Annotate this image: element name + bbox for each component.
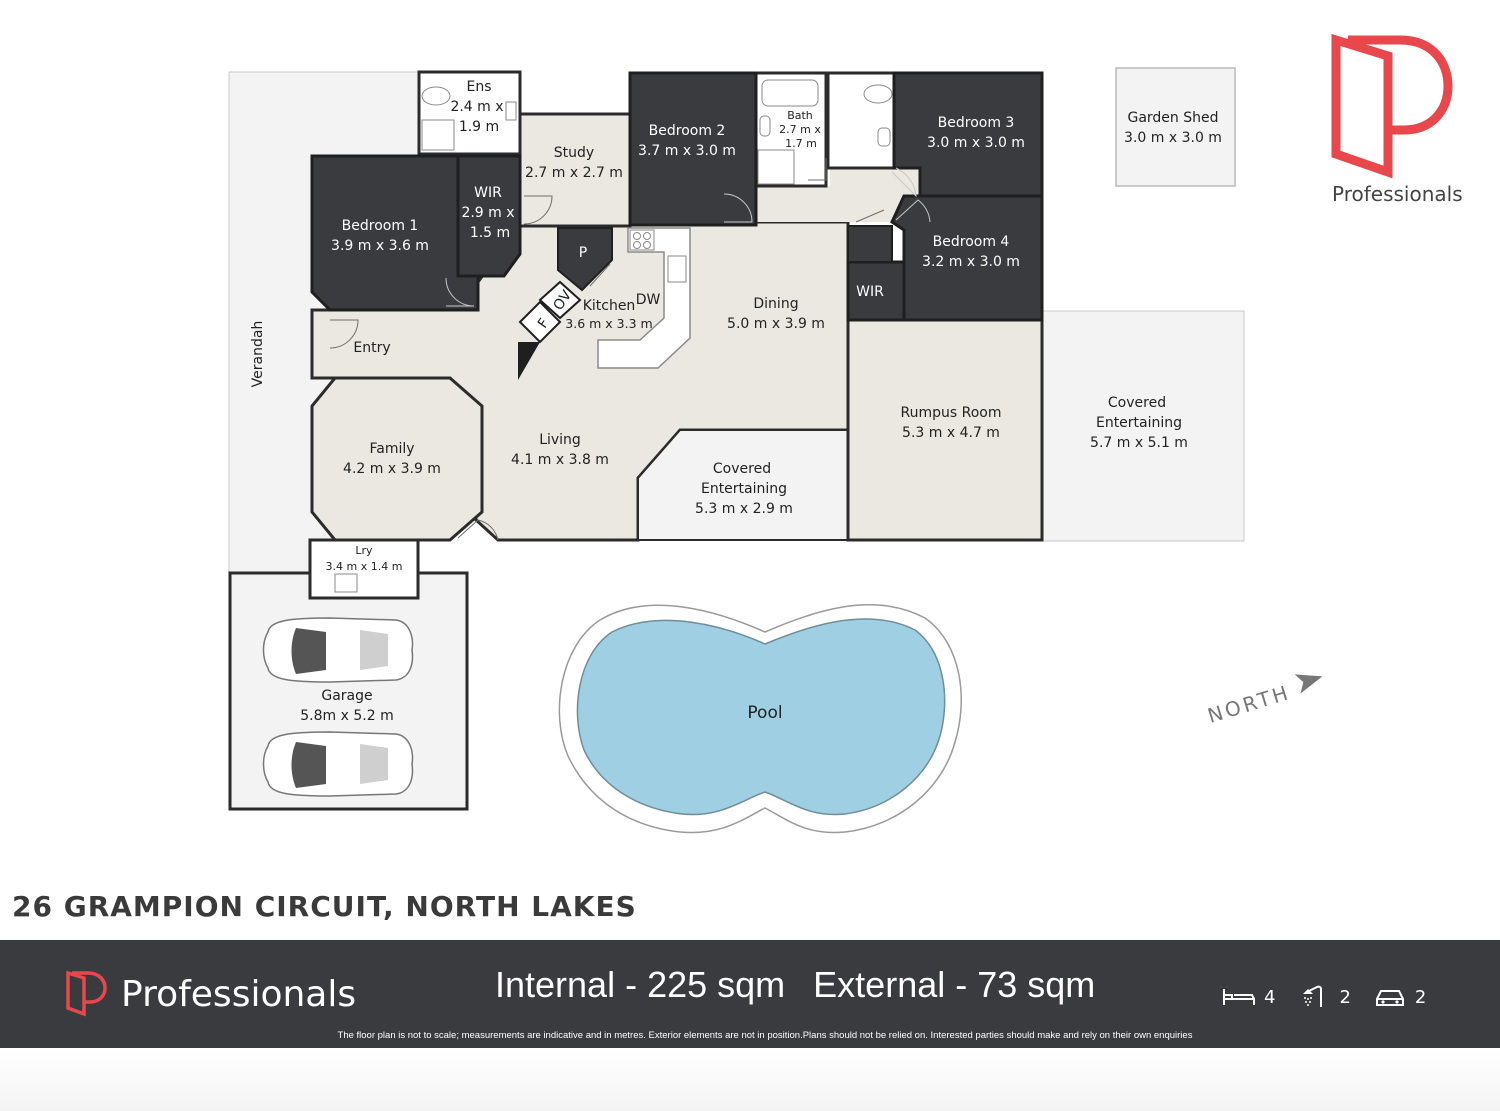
family-label: Family (369, 441, 414, 457)
door-swings (329, 158, 931, 541)
dishwasher-label: DW (636, 292, 661, 308)
entry-label: Entry (353, 340, 390, 356)
wir-1-dim: 2.9 m x (461, 205, 514, 221)
family-room (310, 376, 484, 542)
study-room (518, 112, 632, 228)
bedroom-4-label: Bedroom 4 (933, 234, 1010, 250)
brand-name: Professionals (1332, 182, 1463, 206)
covered-entertaining-2-dim: 5.7 m x 5.1 m (1090, 435, 1188, 451)
garage-dim: 5.8m x 5.2 m (300, 708, 393, 724)
bedroom-count: 4 (1264, 986, 1276, 1008)
property-stats: 4 2 2 (1222, 984, 1448, 1010)
north-label: NORTH (1205, 680, 1294, 728)
laundry-room (308, 538, 420, 600)
garden-shed-area (1115, 67, 1236, 187)
garden-shed-label: Garden Shed (1127, 110, 1218, 126)
living-zones (308, 70, 1044, 600)
property-address: 26 GRAMPION CIRCUIT, NORTH LAKES (12, 890, 637, 923)
brand-logo: Professionals (1328, 30, 1463, 210)
laundry-label: Lry (355, 544, 373, 557)
bath-dim: 1.7 m (785, 137, 817, 150)
covered-entertaining-1-area (637, 429, 849, 541)
covered-entertaining-1-dim: 5.3 m x 2.9 m (695, 501, 793, 517)
wir-1-dim: 1.5 m (470, 225, 510, 241)
north-arrow-icon (1294, 674, 1323, 694)
car-icon (262, 617, 414, 683)
rumpus-room (846, 318, 1044, 542)
verandah-label: Verandah (250, 321, 266, 388)
kitchen-label: Kitchen (583, 298, 636, 314)
footer-brand-name: Professionals (121, 974, 357, 1015)
covered-entertaining-2-label: Entertaining (1096, 415, 1182, 431)
ensuite-dim: 1.9 m (459, 119, 499, 135)
hallway (756, 168, 920, 222)
laundry-dim: 3.4 m x 1.4 m (326, 560, 403, 573)
bath-label: Bath (787, 109, 813, 122)
study-dim: 2.7 m x 2.7 m (525, 165, 623, 181)
rumpus-dim: 5.3 m x 4.7 m (902, 425, 1000, 441)
bedroom-1-label: Bedroom 1 (342, 218, 419, 234)
room-labels: Ens 2.4 m x 1.9 m Study 2.7 m x 2.7 m Be… (250, 79, 1222, 724)
professionals-logo-icon (66, 970, 107, 1017)
covered-entertaining-1-label: Entertaining (701, 481, 787, 497)
bedroom-2-label: Bedroom 2 (649, 123, 726, 139)
family-dim: 4.2 m x 3.9 m (343, 461, 441, 477)
pantry-room (557, 227, 613, 292)
fixtures (334, 79, 893, 593)
wir-1-label: WIR (474, 185, 502, 201)
ensuite-label: Ens (466, 79, 491, 95)
floor-plan: Ens 2.4 m x 1.9 m Study 2.7 m x 2.7 m Be… (228, 67, 1323, 834)
study-label: Study (554, 145, 594, 161)
wir-2-label: WIR (856, 284, 884, 300)
bathroom-count: 2 (1339, 986, 1351, 1008)
linen-cupboard (847, 225, 893, 263)
professionals-logo-icon (1331, 33, 1453, 179)
pool-area (558, 604, 963, 834)
kitchen-corner-wall (518, 342, 540, 380)
pool-label: Pool (747, 703, 782, 723)
footer-bar: Professionals Internal - 225 sqm Externa… (0, 940, 1500, 1048)
oven-unit (538, 280, 582, 320)
pantry-label: P (579, 245, 587, 261)
bedrooms (310, 71, 1044, 380)
bed-icon (1223, 989, 1255, 1005)
kitchen-dim: 3.6 m x 3.3 m (565, 316, 652, 331)
bedroom-3-dim: 3.0 m x 3.0 m (927, 135, 1025, 151)
car-icon (1375, 990, 1404, 1006)
ensuite-dim: 2.4 m x (450, 99, 503, 115)
bedroom-3-label: Bedroom 3 (938, 115, 1015, 131)
bedroom-2-room (628, 71, 758, 227)
sink (667, 255, 687, 283)
internal-area: Internal - 225 sqm (495, 964, 786, 1005)
bedroom-4-dim: 3.2 m x 3.0 m (922, 254, 1020, 270)
bottom-margin (0, 1048, 1500, 1111)
dining-label: Dining (753, 296, 798, 312)
fridge-unit (518, 300, 562, 344)
rumpus-label: Rumpus Room (901, 405, 1002, 421)
covered-entertaining-2-area (1041, 310, 1245, 542)
external-area: External - 73 sqm (813, 964, 1096, 1005)
cooktop (629, 229, 655, 251)
pool-water (576, 618, 946, 816)
garden-shed-dim: 3.0 m x 3.0 m (1124, 130, 1222, 146)
bath-dim: 2.7 m x (779, 123, 821, 136)
bedroom-2-dim: 3.7 m x 3.0 m (638, 143, 736, 159)
disclaimer: The floor plan is not to scale; measurem… (337, 1030, 1193, 1041)
covered-entertaining-2-label: Covered (1108, 395, 1166, 411)
shower-icon (1303, 985, 1323, 1007)
wir-1-room (456, 154, 522, 278)
dining-dim: 5.0 m x 3.9 m (727, 316, 825, 332)
living-dim: 4.1 m x 3.8 m (511, 452, 609, 468)
area-summary: Internal - 225 sqm External - 73 sqm (495, 964, 1113, 1006)
living-label: Living (539, 432, 581, 448)
kitchen-bench (597, 227, 691, 369)
garage-label: Garage (321, 688, 372, 704)
north-compass: NORTH (1205, 674, 1323, 728)
car-space-count: 2 (1414, 986, 1427, 1008)
car-icon (262, 731, 414, 797)
bedroom-1-dim: 3.9 m x 3.6 m (331, 238, 429, 254)
covered-entertaining-1-label: Covered (713, 461, 771, 477)
